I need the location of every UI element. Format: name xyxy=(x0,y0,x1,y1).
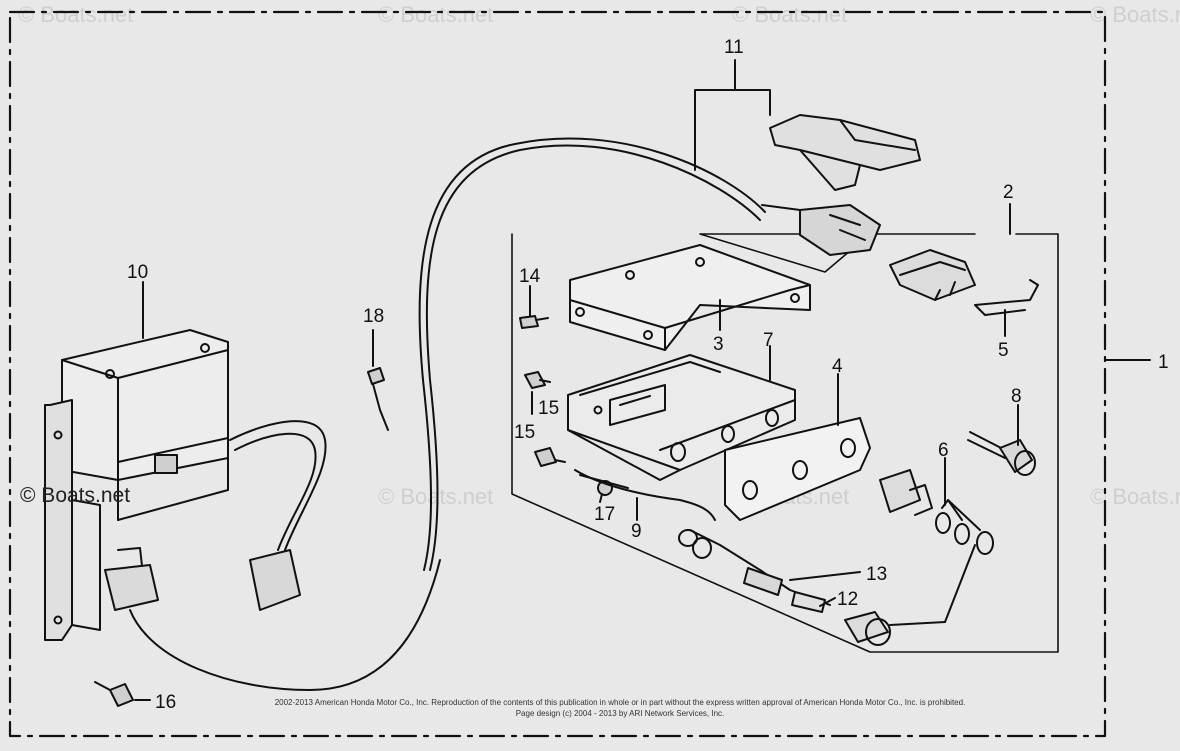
callout-9: 9 xyxy=(631,521,642,542)
callout-1: 1 xyxy=(1158,352,1169,373)
callout-15-lower: 15 xyxy=(514,422,535,443)
callout-16: 16 xyxy=(155,692,176,713)
callout-5: 5 xyxy=(998,340,1009,361)
part-4-face-plate xyxy=(724,417,871,521)
callout-17: 17 xyxy=(594,504,615,525)
copyright-notice: 2002-2013 American Honda Motor Co., Inc.… xyxy=(200,697,1040,719)
callout-14: 14 xyxy=(519,266,541,287)
watermark: © Boats.net xyxy=(378,2,494,27)
watermark-main: © Boats.net xyxy=(20,484,131,507)
main-harness-cable xyxy=(425,144,761,571)
callout-6: 6 xyxy=(938,440,949,461)
part-13-lead-wire xyxy=(678,529,831,613)
callout-8: 8 xyxy=(1011,386,1022,407)
part-15-screw-lower xyxy=(534,447,566,467)
watermark: © Boats.net xyxy=(378,484,494,509)
part-11-kill-switch-clip xyxy=(761,114,921,256)
part-9-wire xyxy=(574,469,716,521)
part-10-control-box xyxy=(44,329,441,691)
watermark: © Boats.net xyxy=(18,2,134,27)
assembly-box xyxy=(511,233,1059,653)
part-2-switch xyxy=(889,249,976,301)
bracket-11 xyxy=(694,59,771,171)
part-18-clip xyxy=(367,329,389,431)
callout-15-upper: 15 xyxy=(538,398,559,419)
part-15-screw-upper xyxy=(524,371,551,415)
callout-10: 10 xyxy=(127,262,148,283)
part-14-bolt xyxy=(519,285,549,329)
part-8-lamp xyxy=(967,431,1036,476)
part-12-pilot-lamp xyxy=(844,544,976,646)
copyright-line-1: 2002-2013 American Honda Motor Co., Inc.… xyxy=(274,698,966,707)
callout-11: 11 xyxy=(724,37,744,58)
copyright-line-2: Page design (c) 2004 - 2013 by ARI Netwo… xyxy=(515,709,725,718)
watermark: © Boats.net xyxy=(732,2,848,27)
part-17-grommet xyxy=(579,474,629,496)
part-16-screw xyxy=(94,681,151,707)
part-7-switch-bracket xyxy=(567,354,796,481)
callout-7: 7 xyxy=(763,330,774,351)
callout-4: 4 xyxy=(832,356,843,377)
part-3-top-plate xyxy=(569,244,811,351)
outer-frame xyxy=(8,10,1107,738)
callout-3: 3 xyxy=(713,334,724,355)
callout-18: 18 xyxy=(363,306,384,327)
callout-12: 12 xyxy=(837,589,858,610)
part-5-spring xyxy=(974,279,1039,316)
callout-2: 2 xyxy=(1003,182,1014,203)
callout-13: 13 xyxy=(866,564,887,585)
part-6-nuts-and-toggle xyxy=(879,469,994,555)
